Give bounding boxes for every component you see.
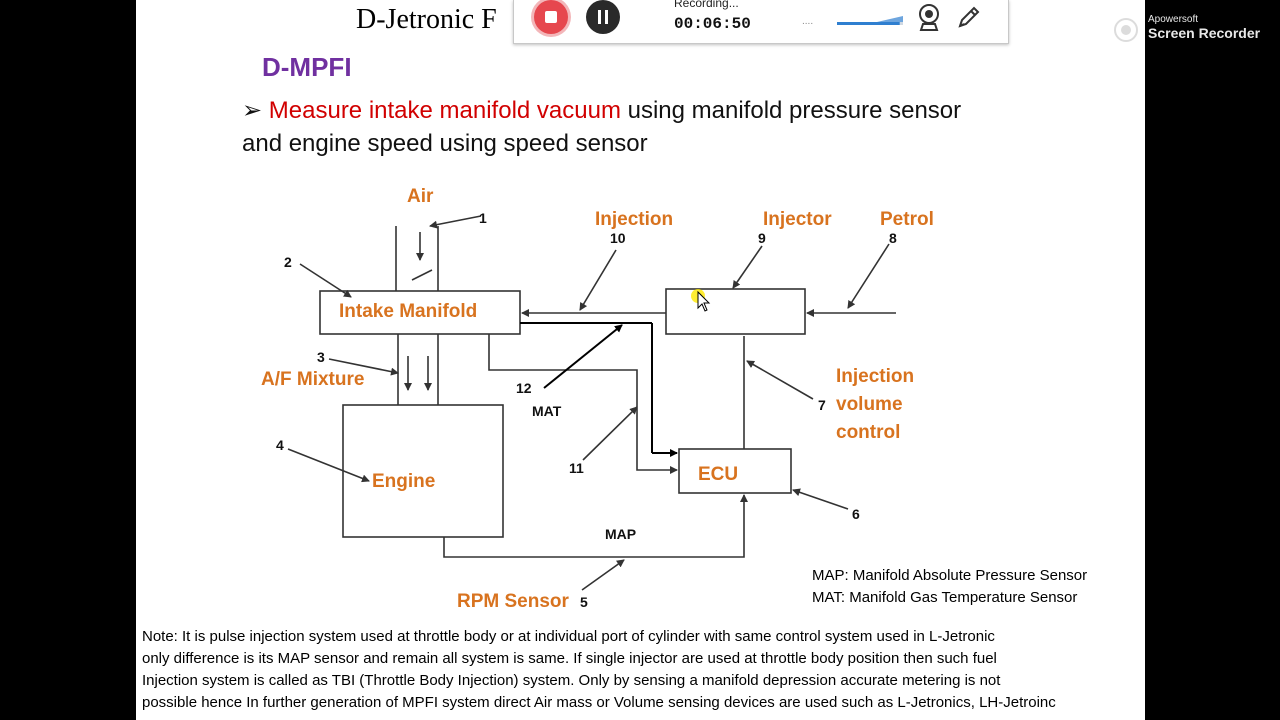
- number-1: 1: [479, 210, 487, 226]
- pointer-9: [732, 245, 763, 289]
- pointer-12: [543, 324, 623, 389]
- label-injector: Injector: [763, 209, 832, 230]
- injector-box: [665, 288, 806, 335]
- bullet-highlight: Measure intake manifold vacuum: [268, 97, 621, 124]
- recording-timer: 00:06:50: [674, 15, 751, 33]
- number-4: 4: [276, 437, 284, 453]
- pointer-10: [579, 249, 617, 311]
- d-mpfi-block-diagram: Air Injection Injector Petrol Intake Man…: [261, 186, 934, 612]
- label-af-mixture: A/F Mixture: [261, 369, 364, 390]
- label-air: Air: [407, 186, 434, 207]
- number-3: 3: [317, 349, 325, 365]
- recording-indicator-dots: ....: [802, 16, 814, 27]
- number-8: 8: [889, 230, 897, 246]
- pointer-4: [287, 448, 370, 483]
- ecu-box: [678, 448, 792, 494]
- mat-line: [488, 334, 678, 474]
- label-petrol: Petrol: [880, 209, 934, 230]
- number-6: 6: [852, 506, 860, 522]
- label-mat: MAT: [532, 403, 562, 419]
- note-line-1: Note: It is pulse injection system used …: [142, 628, 995, 645]
- presentation-slide: D-Jetronic F D-MPFI ➢ Measure intake man…: [136, 0, 1145, 720]
- recorder-toolbar: Recording... 00:06:50 ....: [513, 0, 1009, 44]
- bullet-text: using manifold pressure sensor: [620, 97, 962, 124]
- volume-level-fill: [837, 22, 900, 25]
- label-ecu: ECU: [698, 464, 738, 485]
- number-11: 11: [569, 460, 584, 476]
- bullet-point-continuation: and engine speed using speed sensor: [242, 130, 648, 157]
- pointer-1: [429, 215, 482, 229]
- pause-icon: [598, 10, 608, 24]
- pen-icon[interactable]: [954, 2, 984, 32]
- number-2: 2: [284, 254, 292, 270]
- number-12: 12: [516, 380, 532, 396]
- number-9: 9: [758, 230, 766, 246]
- webcam-icon[interactable]: [914, 2, 944, 34]
- map-line: [443, 494, 748, 558]
- label-injection-volume-control-2: volume: [836, 394, 903, 415]
- label-injection-volume-control-1: Injection: [836, 366, 914, 387]
- pointer-6: [792, 488, 849, 510]
- number-5: 5: [580, 594, 588, 610]
- slide-title: D-Jetronic F: [356, 4, 497, 35]
- legend-mat: MAT: Manifold Gas Temperature Sensor: [812, 589, 1078, 606]
- note-line-2: only difference is its MAP sensor and re…: [142, 650, 997, 667]
- pointer-2: [299, 263, 352, 298]
- watermark-product: Screen Recorder: [1148, 25, 1261, 41]
- bullet-marker: ➢: [242, 97, 263, 124]
- mouse-cursor: [691, 289, 711, 312]
- pointer-11: [582, 406, 638, 461]
- number-10: 10: [610, 230, 626, 246]
- stop-recording-button[interactable]: [534, 0, 568, 34]
- pointer-3: [328, 358, 399, 376]
- pointer-5: [581, 559, 625, 591]
- recorder-logo-icon: [1114, 18, 1138, 42]
- pause-recording-button[interactable]: [586, 0, 620, 34]
- slide-heading: D-MPFI: [262, 52, 352, 82]
- number-7: 7: [818, 397, 826, 413]
- volume-slider[interactable]: [837, 13, 903, 27]
- label-intake-manifold: Intake Manifold: [339, 301, 477, 322]
- label-map: MAP: [605, 526, 636, 542]
- label-engine: Engine: [372, 471, 435, 492]
- note-line-4: possible hence In further generation of …: [142, 694, 1056, 711]
- legend-map: MAP: Manifold Absolute Pressure Sensor: [812, 567, 1088, 584]
- recording-status: Recording...: [674, 0, 739, 10]
- intake-manifold-box: [319, 290, 521, 335]
- volume-ramp: [877, 16, 903, 22]
- note-line-3: Injection system is called as TBI (Throt…: [142, 672, 1001, 689]
- apowersoft-watermark: Apowersoft Screen Recorder: [1110, 12, 1280, 46]
- label-injection-volume-control-3: control: [836, 422, 900, 443]
- pointer-7: [746, 360, 814, 400]
- label-injection: Injection: [595, 209, 673, 230]
- label-rpm-sensor: RPM Sensor: [457, 591, 570, 612]
- watermark-brand: Apowersoft: [1148, 14, 1199, 25]
- throttle-valve: [411, 269, 433, 281]
- stop-icon: [545, 11, 557, 23]
- pointer-8: [847, 243, 890, 309]
- bullet-point: ➢ Measure intake manifold vacuum using m…: [242, 96, 961, 125]
